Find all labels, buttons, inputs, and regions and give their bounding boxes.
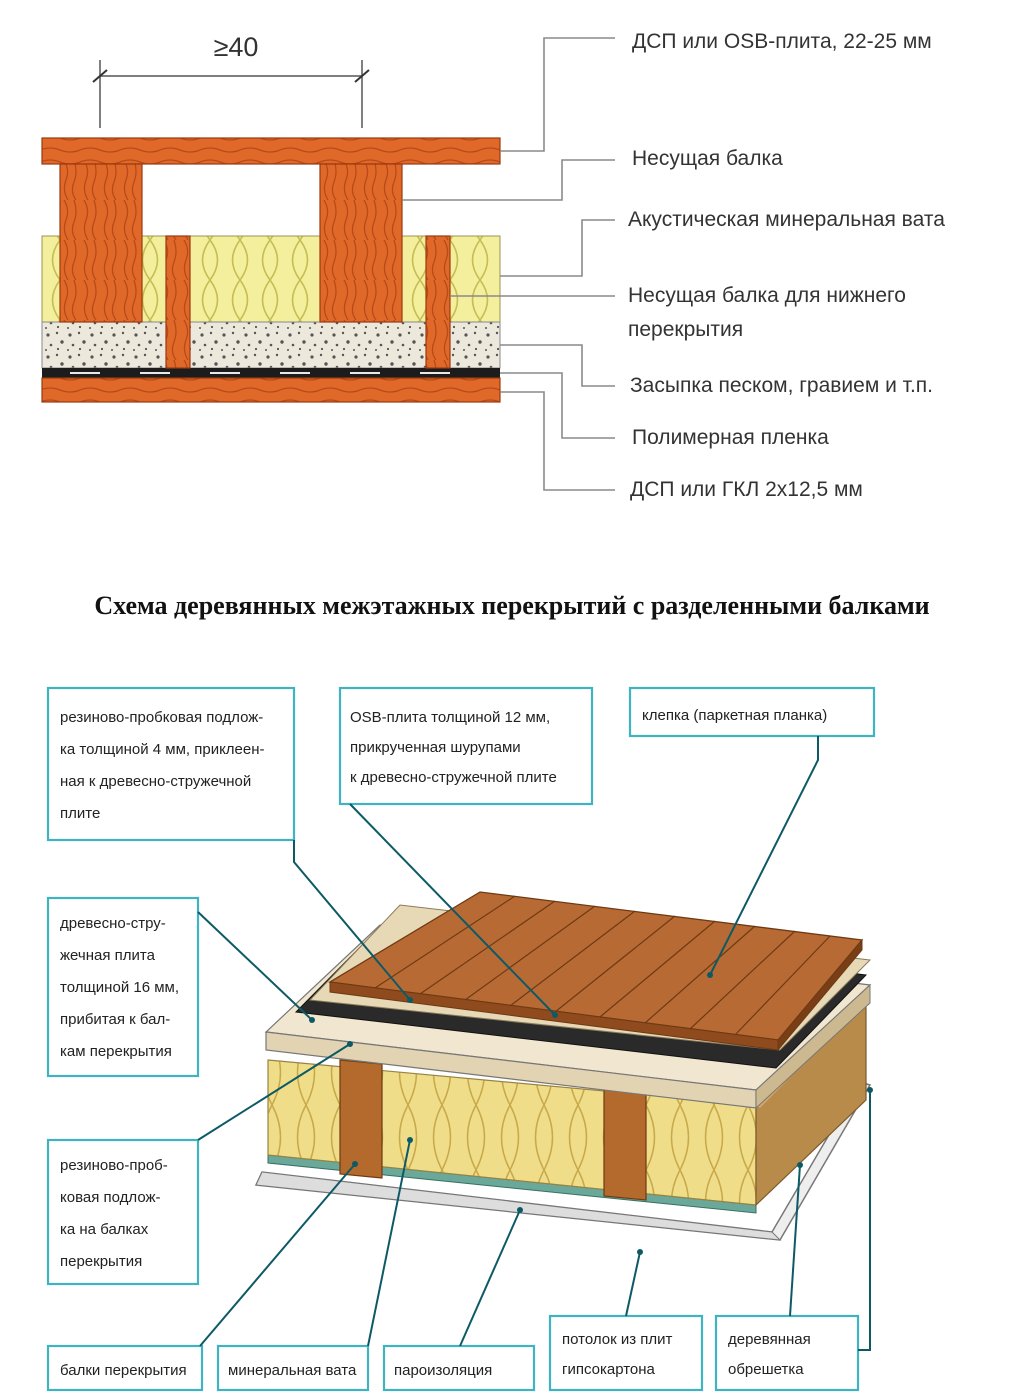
label-lower-beam-line2: перекрытия [628, 318, 743, 341]
label-box-wood-battens: деревянная обрешетка [714, 1314, 860, 1392]
svg-text:резиново-пробковая подлож-: резиново-пробковая подлож- [60, 709, 263, 726]
label-box-osb: OSB-плита толщиной 12 мм, прикрученная ш… [338, 686, 594, 806]
svg-text:прикрученная шурупами: прикрученная шурупами [350, 739, 521, 756]
label-polymer-film: Полимерная пленка [632, 426, 829, 449]
label-gravel-fill: Засыпка песком, гравием и т.п. [630, 374, 933, 397]
label-box-rubber-cork-beams: резиново-проб- ковая подлож- ка на балка… [46, 1138, 200, 1286]
floor-cross-section [41, 137, 501, 403]
label-lower-beam-line1: Несущая балка для нижнего [628, 284, 906, 307]
svg-text:ковая подлож-: ковая подлож- [60, 1189, 161, 1206]
top-board [41, 137, 501, 165]
top-leader-lines [402, 37, 615, 491]
svg-text:прибитая к бал-: прибитая к бал- [60, 1011, 170, 1028]
svg-text:минеральная вата: минеральная вата [228, 1362, 357, 1379]
svg-text:ка толщиной 4 мм, приклеен-: ка толщиной 4 мм, приклеен- [60, 741, 265, 758]
svg-text:потолок из плит: потолок из плит [562, 1331, 673, 1348]
label-box-parquet: клепка (паркетная планка) [628, 686, 876, 738]
svg-text:толщиной 16 мм,: толщиной 16 мм, [60, 979, 179, 996]
svg-text:OSB-плита толщиной 12 мм,: OSB-плита толщиной 12 мм, [350, 709, 550, 726]
dimension-label: ≥40 [214, 32, 259, 62]
svg-text:перекрытия: перекрытия [60, 1253, 142, 1270]
svg-text:древесно-стру-: древесно-стру- [60, 915, 166, 932]
svg-text:жечная плита: жечная плита [60, 947, 156, 964]
label-gypsum-board: ДСП или ГКЛ 2х12,5 мм [630, 478, 863, 501]
svg-text:плите: плите [60, 805, 100, 822]
svg-text:ная к древесно-стружечной: ная к древесно-стружечной [60, 773, 251, 790]
svg-text:к древесно-стружечной плите: к древесно-стружечной плите [350, 769, 557, 786]
bottom-board [41, 377, 501, 403]
floor-3d-illustration [254, 891, 872, 1241]
label-box-gypsum-ceiling: потолок из плит гипсокартона [548, 1314, 704, 1392]
diagram-caption: Схема деревянных межэтажных перекрытий с… [94, 591, 929, 620]
label-osb-board: ДСП или OSB-плита, 22-25 мм [632, 30, 932, 53]
svg-text:обрешетка: обрешетка [728, 1361, 804, 1378]
svg-text:клепка (паркетная планка): клепка (паркетная планка) [642, 707, 827, 724]
label-acoustic-wool: Акустическая минеральная вата [628, 208, 945, 231]
lower-beam-left [165, 235, 191, 369]
label-box-vapor-barrier: пароизоляция [382, 1344, 536, 1392]
svg-text:пароизоляция: пароизоляция [394, 1362, 492, 1379]
svg-text:резиново-проб-: резиново-проб- [60, 1157, 168, 1174]
label-bearing-beam: Несущая балка [632, 147, 783, 170]
lower-beam-right [425, 235, 451, 369]
svg-text:ка на балках: ка на балках [60, 1221, 149, 1238]
dimension-marker: ≥40 [92, 32, 370, 128]
label-box-mineral-wool: минеральная вата [216, 1344, 370, 1392]
bottom-leader-lines [197, 736, 871, 1351]
svg-text:гипсокартона: гипсокартона [562, 1361, 656, 1378]
main-beam-right [319, 163, 403, 323]
label-box-rubber-cork-osb: резиново-пробковая подлож- ка толщиной 4… [46, 686, 296, 842]
label-box-chipboard: древесно-стру- жечная плита толщиной 16 … [46, 896, 200, 1078]
label-box-beams: балки перекрытия [46, 1344, 204, 1392]
svg-text:деревянная: деревянная [728, 1331, 811, 1348]
polymer-film-layer [42, 368, 500, 378]
main-beam-left [59, 163, 143, 323]
svg-text:кам перекрытия: кам перекрытия [60, 1043, 172, 1060]
svg-text:балки перекрытия: балки перекрытия [60, 1362, 187, 1379]
